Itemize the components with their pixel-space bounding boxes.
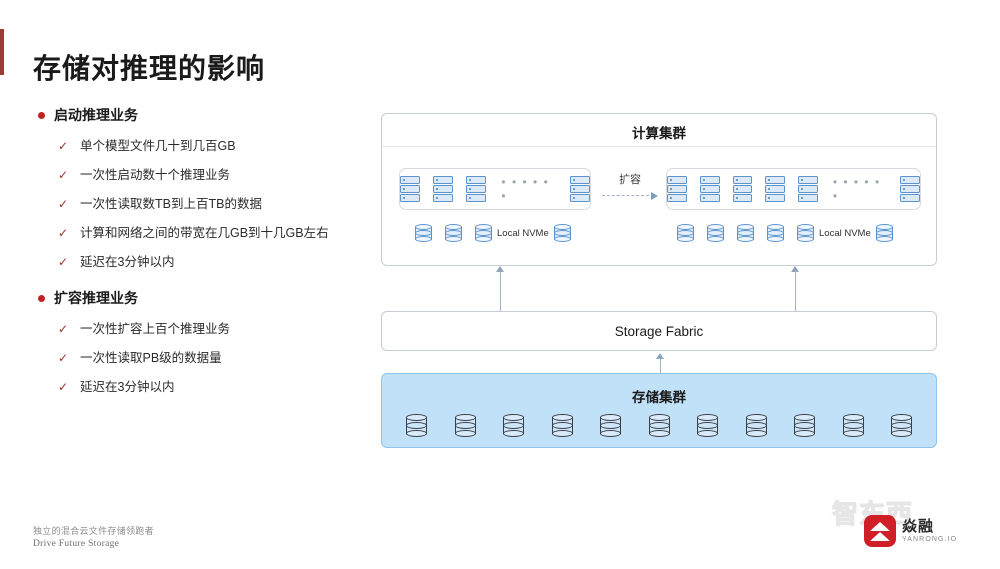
server-icon	[900, 176, 921, 202]
disk-icon	[553, 223, 571, 243]
server-icon	[765, 176, 786, 202]
disk-icon	[454, 414, 476, 438]
check-icon: ✓	[58, 139, 69, 153]
bullet-item: ✓ 一次性扩容上百个推理业务	[36, 321, 346, 338]
bullet-item: ✓ 一次性读取PB级的数据量	[36, 350, 346, 367]
disk-icon	[415, 223, 432, 243]
footer-tagline-cn: 独立的混合云文件存储领跑者	[33, 526, 154, 536]
disk-icon	[551, 414, 573, 438]
storage-fabric-title: Storage Fabric	[614, 323, 704, 339]
brand-name: 焱融	[902, 518, 935, 535]
bullet-group-heading-label: 扩容推理业务	[54, 290, 138, 306]
disk-icon	[697, 414, 718, 438]
connector-arrow-up-left	[496, 266, 505, 311]
disk-icon	[875, 223, 893, 243]
disk-icon	[406, 414, 427, 438]
check-icon: ✓	[58, 197, 69, 211]
local-nvme-row-left: Local NVMe	[415, 223, 571, 243]
bullet-item-label: 计算和网络之间的带宽在几GB到十几GB左右	[80, 226, 329, 240]
architecture-diagram: 计算集群 • • • • • • 扩容 • • • • • • Local NV…	[381, 113, 939, 448]
server-icon	[666, 176, 687, 202]
storage-cluster-title: 存储集群	[632, 390, 686, 405]
local-nvme-label: Local NVMe	[497, 227, 549, 239]
bullet-item: ✓ 延迟在3分钟以内	[36, 254, 346, 271]
bullet-item: ✓ 单个模型文件几十到几百GB	[36, 138, 346, 155]
bullet-item-label: 单个模型文件几十到几百GB	[80, 139, 236, 153]
check-icon: ✓	[58, 226, 69, 240]
disk-icon	[842, 414, 864, 438]
disk-icon	[600, 414, 621, 438]
bullet-item-label: 延迟在3分钟以内	[80, 255, 175, 269]
connector-arrow-up-right	[791, 266, 800, 311]
bullet-item: ✓ 一次性读取数TB到上百TB的数据	[36, 196, 346, 213]
disk-icon	[677, 223, 694, 243]
check-icon: ✓	[58, 351, 69, 365]
disk-icon	[767, 223, 784, 243]
check-icon: ✓	[58, 322, 69, 336]
bullet-item: ✓ 一次性启动数十个推理业务	[36, 167, 346, 184]
bullet-dot-icon	[38, 295, 45, 302]
disk-icon	[891, 414, 912, 438]
expand-arrow-icon	[602, 192, 658, 200]
yanrong-logo-icon	[864, 515, 896, 547]
bullet-group-heading: 扩容推理业务	[36, 289, 346, 307]
disk-icon	[737, 223, 754, 243]
page-title: 存储对推理的影响	[33, 52, 266, 84]
server-icon	[699, 176, 720, 202]
check-icon: ✓	[58, 168, 69, 182]
brand-domain: YANRONG.IO	[902, 536, 958, 543]
brand-text: 焱融 YANRONG.IO	[902, 518, 957, 544]
connector-arrow-up-storage	[656, 353, 665, 385]
bullet-group-heading-label: 启动推理业务	[54, 107, 138, 123]
bullet-item-label: 一次性读取PB级的数据量	[80, 351, 222, 365]
bullet-item-label: 延迟在3分钟以内	[80, 380, 175, 394]
server-icon	[732, 176, 753, 202]
bullet-item: ✓ 延迟在3分钟以内	[36, 379, 346, 396]
disk-icon	[794, 414, 815, 438]
server-icon	[433, 176, 454, 202]
bullet-group-startup: 启动推理业务 ✓ 单个模型文件几十到几百GB ✓ 一次性启动数十个推理业务 ✓ …	[36, 106, 346, 271]
disk-icon	[797, 223, 814, 243]
local-nvme-label: Local NVMe	[819, 227, 871, 239]
ellipsis-icon: • • • • • •	[501, 175, 550, 203]
compute-node-group-left: • • • • • •	[399, 168, 591, 210]
check-icon: ✓	[58, 380, 69, 394]
disk-icon	[648, 414, 670, 438]
ellipsis-icon: • • • • • •	[832, 175, 881, 203]
disk-icon	[475, 223, 492, 243]
bullet-dot-icon	[38, 112, 45, 119]
title-accent-bar	[0, 29, 4, 75]
local-nvme-row-right: Local NVMe	[677, 223, 893, 243]
footer-tagline: 独立的混合云文件存储领跑者 Drive Future Storage	[33, 525, 154, 551]
expand-arrow-label: 扩容	[619, 174, 641, 186]
disk-icon	[707, 223, 724, 243]
bullet-item-label: 一次性读取数TB到上百TB的数据	[80, 197, 262, 211]
divider	[382, 146, 936, 147]
disk-icon	[445, 223, 462, 243]
bullet-item: ✓ 计算和网络之间的带宽在几GB到十几GB左右	[36, 225, 346, 242]
bullet-group-scaleout: 扩容推理业务 ✓ 一次性扩容上百个推理业务 ✓ 一次性读取PB级的数据量 ✓ 延…	[36, 289, 346, 396]
storage-disk-row	[406, 414, 912, 438]
compute-node-group-right: • • • • • •	[666, 168, 921, 210]
check-icon: ✓	[58, 255, 69, 269]
server-icon	[798, 176, 818, 202]
footer-tagline-en: Drive Future Storage	[33, 539, 120, 549]
server-icon	[569, 176, 591, 202]
server-icon	[466, 176, 487, 202]
storage-cluster-box: 存储集群	[381, 373, 937, 448]
storage-fabric-box: Storage Fabric	[381, 311, 937, 351]
bullet-item-label: 一次性启动数十个推理业务	[80, 168, 231, 182]
brand-area: 智东西 焱融 YANRONG.IO	[831, 497, 982, 557]
bullet-item-label: 一次性扩容上百个推理业务	[80, 322, 231, 336]
compute-cluster-title: 计算集群	[632, 126, 686, 141]
disk-icon	[503, 414, 524, 438]
bullet-column: 启动推理业务 ✓ 单个模型文件几十到几百GB ✓ 一次性启动数十个推理业务 ✓ …	[36, 106, 346, 414]
brand-logo: 焱融 YANRONG.IO	[864, 515, 957, 547]
disk-icon	[745, 414, 767, 438]
bullet-group-heading: 启动推理业务	[36, 106, 346, 124]
server-icon	[400, 176, 421, 202]
